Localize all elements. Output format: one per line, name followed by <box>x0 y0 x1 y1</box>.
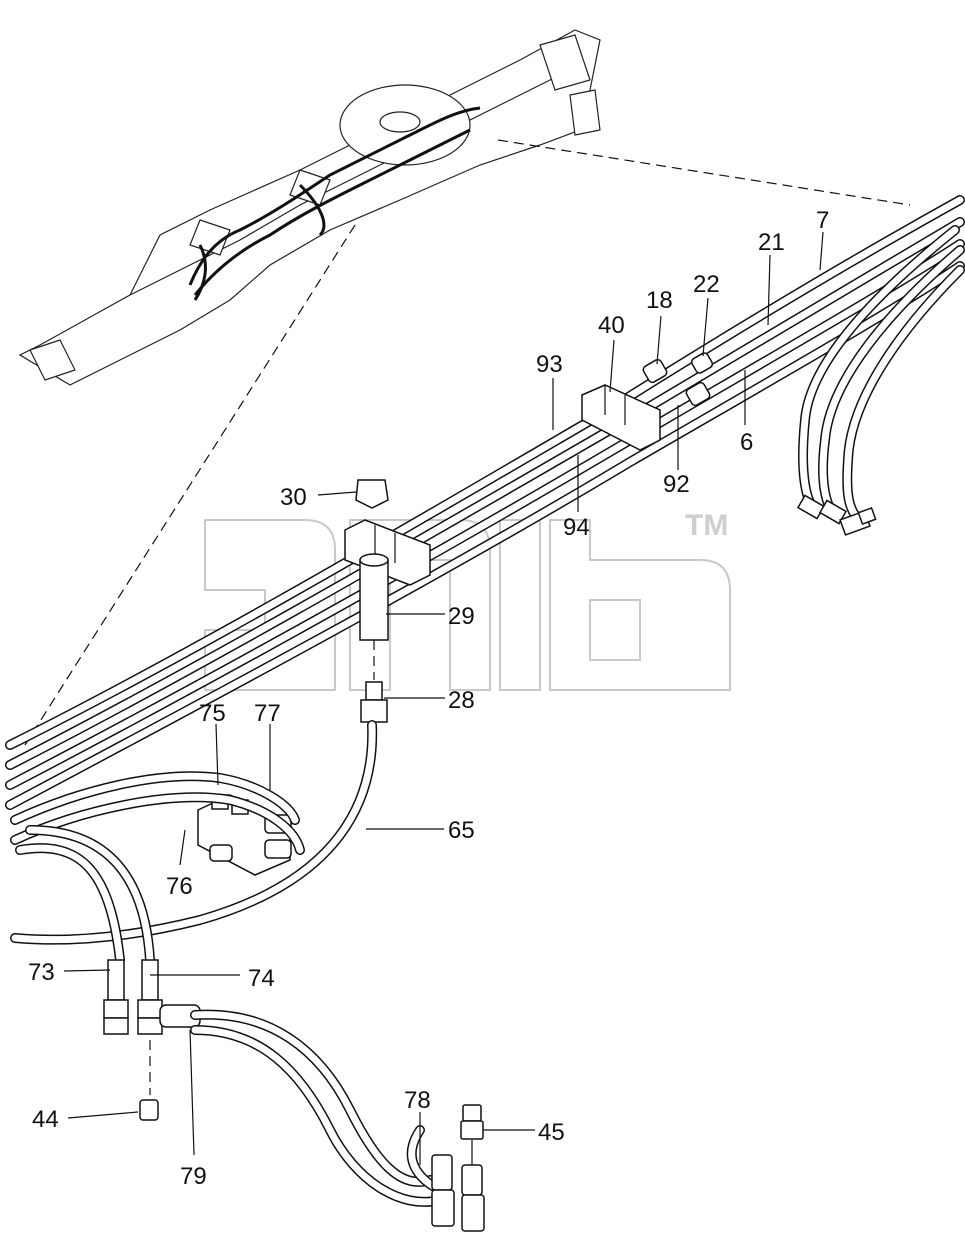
callout-28: 28 <box>448 687 475 714</box>
callout-7: 7 <box>816 207 829 234</box>
leader-lines <box>63 231 824 1165</box>
callout-79: 79 <box>180 1163 207 1190</box>
lower-left-fittings <box>103 959 201 1121</box>
chassis-overview-illustration <box>18 29 601 386</box>
callout-21: 21 <box>758 229 785 256</box>
callout-18: 18 <box>646 287 673 314</box>
callout-93: 93 <box>536 351 563 378</box>
callout-6: 6 <box>740 429 753 456</box>
callout-78: 78 <box>404 1087 431 1114</box>
check-valve-assembly <box>355 479 389 723</box>
callout-44: 44 <box>32 1106 59 1133</box>
manifold-block <box>10 771 305 965</box>
callout-65: 65 <box>448 817 475 844</box>
callout-labels: 7 21 22 18 40 93 6 92 94 30 29 28 75 77 … <box>28 207 829 1190</box>
main-hose-bundle <box>5 195 965 810</box>
callout-40: 40 <box>598 312 625 339</box>
bundle-clamps <box>344 352 714 586</box>
callout-45: 45 <box>538 1119 565 1146</box>
callout-94: 94 <box>563 514 590 541</box>
hose-65 <box>10 720 378 945</box>
callout-75: 75 <box>199 700 226 727</box>
callout-74: 74 <box>248 965 275 992</box>
callout-92: 92 <box>663 471 690 498</box>
watermark-trademark: TM <box>685 509 728 542</box>
callout-73: 73 <box>28 959 55 986</box>
callout-22: 22 <box>693 271 720 298</box>
callout-77: 77 <box>254 700 281 727</box>
callout-76: 76 <box>166 873 193 900</box>
hose-79-78 <box>190 1009 485 1232</box>
callout-30: 30 <box>280 484 307 511</box>
projection-lines <box>24 139 911 746</box>
right-hose-loops <box>796 225 965 536</box>
callout-29: 29 <box>448 603 475 630</box>
